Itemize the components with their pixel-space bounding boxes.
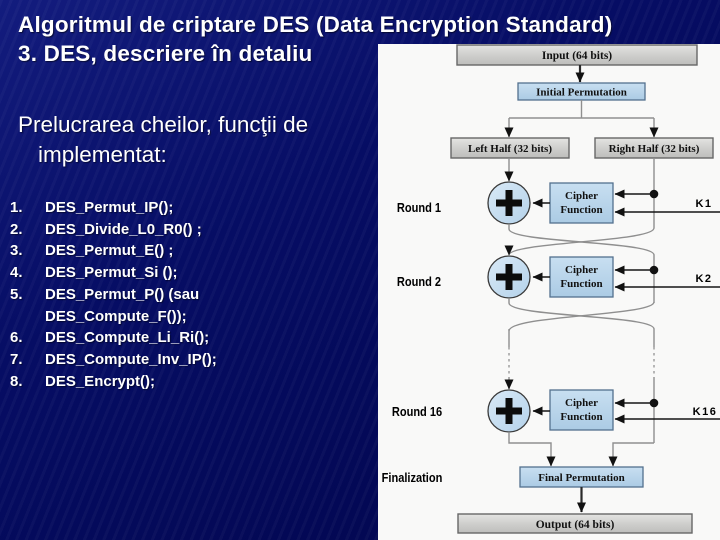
list-item: 5. DES_Permut_P() (sau [10,284,217,306]
round1-label: Round 1 [397,200,441,215]
list-item-text: DES_Permut_IP(); [45,199,174,216]
split-connectors [504,100,659,138]
cipher-function-label: Function [560,278,602,290]
list-item: 7. DES_Compute_Inv_IP(); [10,349,217,371]
round2-group: Cipher Function K2 Round 2 [397,255,720,303]
junction-dot-round16 [649,398,659,408]
function-list: 1. DES_Permut_IP(); 2. DES_Divide_L0_R0() … [10,197,217,392]
cipher-function-box-round16 [549,389,614,431]
slide-title-line2: 3. DES, descriere în detaliu [18,41,313,66]
key-label-k16: K16 [693,406,718,418]
cipher-function-label: Cipher [565,264,598,276]
list-item-text: DES_Permut_P() (sau [45,285,200,303]
initial-permutation-label: Initial Permutation [536,87,627,99]
cipher-function-label: Cipher [565,397,598,409]
list-item-number: 2. [10,220,23,238]
list-item-number [10,306,45,328]
input-box-label: Input (64 bits) [542,50,612,62]
des-diagram-panel: Input (64 bits) Initial Permutation Left… [378,44,720,540]
list-item-number: 3. [10,242,23,260]
output-box [457,513,693,534]
junction-dot-round2 [649,265,659,275]
list-item-continuation: DES_Compute_F()); [10,306,217,328]
list-item-text: DES_Permut_Si (); [45,264,178,282]
list-item-text: DES_Compute_F()); [45,307,187,325]
output-box-label: Output (64 bits) [536,519,615,531]
body-heading-line2: implementat: [38,142,167,167]
list-item-number: 8. [10,372,23,390]
list-item-number: 5. [10,285,23,303]
key-label-k2: K2 [695,273,712,285]
junction-dot-round1 [649,189,659,199]
list-item-text: DES_Divide_L0_R0() ; [45,220,202,238]
cipher-function-box-round2 [549,256,614,298]
left-half-label: Left Half (32 bits) [468,143,552,155]
final-permutation-label: Final Permutation [538,472,624,484]
list-item-text: DES_Encrypt(); [45,372,156,390]
list-item-text: DES_Compute_Li_Ri(); [45,329,210,347]
cipher-function-label: Function [560,411,602,423]
cipher-function-label: Cipher [565,190,598,202]
list-item: 4. DES_Permut_Si (); [10,262,217,284]
key-label-k1: K1 [695,198,712,210]
cipher-function-box-round1 [549,182,614,224]
round2-label: Round 2 [397,274,441,289]
right-half-label: Right Half (32 bits) [609,143,700,155]
list-item: 3. DES_Permut_E() ; [10,240,217,262]
list-item: 2. DES_Divide_L0_R0() ; [10,219,217,241]
finalization-label: Finalization [382,470,443,485]
round16-label: Round 16 [392,404,443,419]
left-half-box [450,137,570,159]
round1-group: Cipher Function K1 Round 1 [397,181,720,225]
finalization-connectors [508,432,654,467]
list-item-text: DES_Compute_Inv_IP(); [45,350,217,368]
list-item: 8. DES_Encrypt(); [10,371,217,393]
list-item: 1. DES_Permut_IP(); [10,197,217,219]
list-item-text: DES_Permut_E() ; [45,242,174,260]
list-item-number: 7. [10,350,23,368]
list-item-number: 4. [10,264,23,282]
slide-title-line1: Algoritmul de criptare DES (Data Encrypt… [18,12,613,37]
list-item: 6. DES_Compute_Li_Ri(); [10,327,217,349]
round16-group: Cipher Function K16 Round 16 [392,389,720,433]
body-heading-line1: Prelucrarea cheilor, funcţii de [18,112,309,137]
des-flowchart: Input (64 bits) Initial Permutation Left… [382,44,720,534]
list-item-number: 1. [10,199,23,216]
swap-crossing-1 [504,224,655,256]
swap-crossing-2 [504,298,655,443]
input-box [456,44,698,66]
list-item-number: 6. [10,329,23,347]
cipher-function-label: Function [560,204,602,216]
